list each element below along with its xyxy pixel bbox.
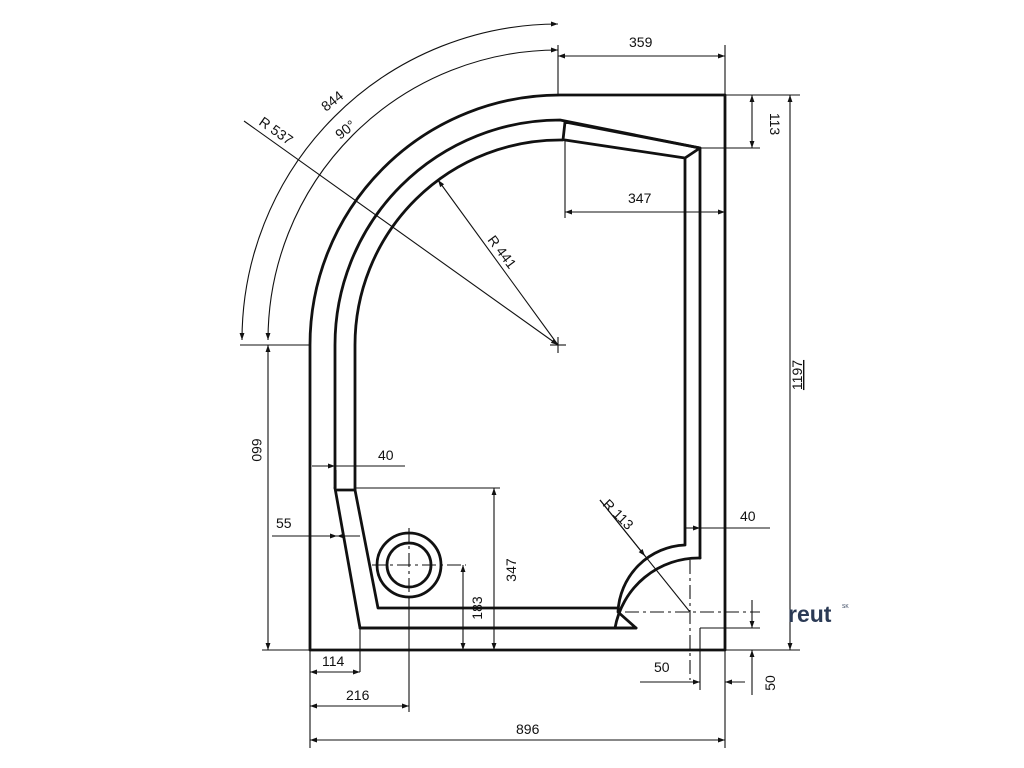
label-40-right: 40 bbox=[740, 508, 756, 524]
extension-lines bbox=[240, 45, 800, 748]
logo-text: reut bbox=[788, 601, 832, 627]
label-660: 660 bbox=[249, 438, 265, 462]
label-40-left: 40 bbox=[378, 447, 394, 463]
label-r113: R 113 bbox=[600, 496, 637, 533]
basin-top-edge bbox=[563, 138, 687, 160]
r441-leader bbox=[437, 179, 559, 346]
label-347-top: 347 bbox=[628, 190, 652, 206]
arc-dimensions bbox=[239, 21, 559, 341]
rim-outline bbox=[333, 118, 702, 560]
drain bbox=[372, 528, 466, 602]
label-1197: 1197 bbox=[789, 360, 805, 390]
label-347-vert: 347 bbox=[503, 558, 519, 582]
label-216: 216 bbox=[346, 687, 370, 703]
label-359: 359 bbox=[629, 34, 653, 50]
radius-leaders bbox=[243, 120, 691, 613]
label-90deg: 90° bbox=[332, 117, 359, 143]
label-844: 844 bbox=[318, 87, 346, 114]
label-50-bottom: 50 bbox=[654, 659, 670, 675]
corner-radius-arc bbox=[613, 556, 702, 630]
dimension-lines bbox=[265, 53, 793, 743]
basin-lower-left bbox=[335, 488, 620, 610]
label-114: 114 bbox=[322, 653, 345, 669]
label-55: 55 bbox=[276, 515, 292, 531]
label-113: 113 bbox=[767, 113, 783, 136]
r537-leader bbox=[243, 120, 559, 346]
label-896: 896 bbox=[516, 721, 540, 737]
label-50-right: 50 bbox=[762, 675, 778, 691]
label-183: 183 bbox=[469, 596, 485, 620]
brand-logo: reut SK bbox=[788, 601, 849, 627]
dimension-labels: 844 90° R 537 R 441 359 113 347 1197 660… bbox=[249, 34, 805, 737]
logo-sup: SK bbox=[842, 604, 849, 610]
label-r537: R 537 bbox=[256, 113, 296, 148]
